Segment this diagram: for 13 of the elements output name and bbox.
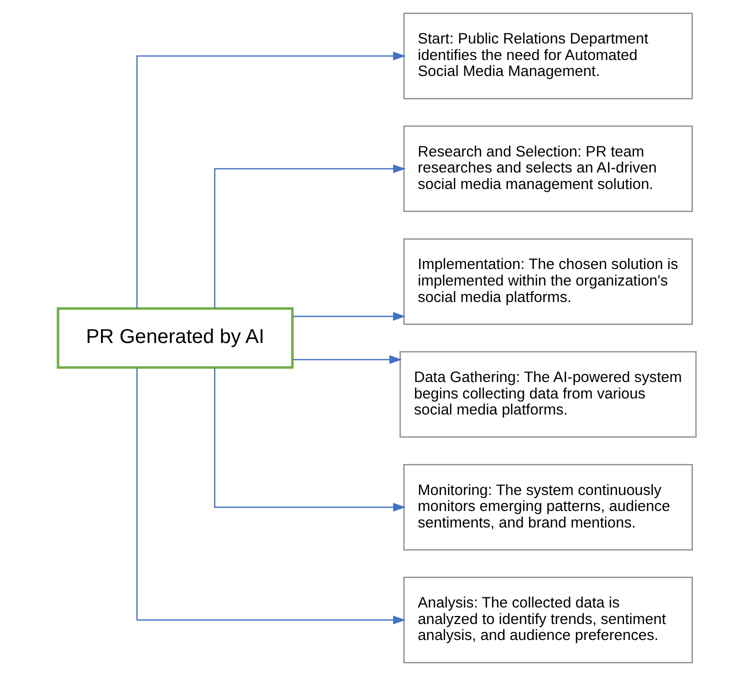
arrow: [292, 355, 402, 364]
arrow: [136, 52, 406, 308]
node-box: Data Gathering: The AI-powered system begins collecting data from various social media platforms.: [400, 351, 697, 438]
node-box: Start: Public Relations Department identifies the need for Automated Social Media Management.: [403, 12, 693, 100]
arrow: [136, 368, 406, 624]
arrow: [214, 367, 406, 512]
node-box: Research and Selection: PR team researches and selects an AI-driven social media management solution.: [403, 126, 693, 212]
node-box: PR Generated by AI: [56, 307, 294, 369]
arrow: [214, 164, 406, 309]
node-box: Monitoring: The system continuously monitors emerging patterns, audience sentiments, and brand mentions.: [403, 464, 693, 550]
arrow: [292, 312, 406, 321]
node-box: Implementation: The chosen solution is implemented within the organization's social media platforms.: [403, 238, 693, 325]
node-box: Analysis: The collected data is analyzed to identify trends, sentiment analysis, and audience preferences.: [403, 576, 693, 664]
